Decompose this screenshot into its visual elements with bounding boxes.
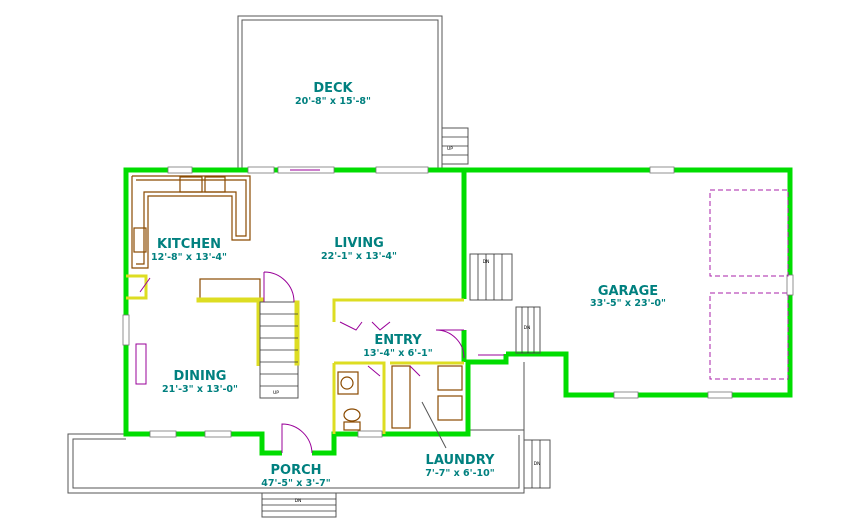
interior-stairs [259,300,300,399]
garage-size: 33'-5" x 23'-0" [590,298,666,309]
porch-stair-label: DN [295,498,302,504]
kitchen-cabinets [131,175,251,269]
bath-fixtures [337,371,361,431]
deck-stairs [441,127,469,165]
living-size: 22'-1" x 13'-4" [321,251,397,262]
exterior-walls [123,167,793,456]
porch-side-stair-label: DN [534,461,541,467]
kitchen-label: KITCHEN [157,237,221,252]
garage-stairs [469,253,541,354]
kitchen-size: 12'-8" x 13'-4" [151,252,227,263]
porch-label: PORCH [270,463,321,478]
windows [122,166,794,438]
laundry-appliances [391,365,463,449]
garage-stair-label-2: DN [524,325,531,331]
porch-side-stairs [523,439,551,489]
garage-stair-label-1: DN [483,259,490,265]
deck-label: DECK [313,81,353,96]
dining-label: DINING [174,369,227,384]
interior-walls [126,274,464,434]
porch-front-stairs [261,492,337,518]
doors [139,271,504,454]
garage-doors [709,189,789,380]
laundry-size: 7'-7" x 6'-10" [425,468,494,479]
deck-size: 20'-8" x 15'-8" [295,96,371,107]
laundry-label: LAUNDRY [426,453,495,468]
kitchen-island [196,278,264,303]
deck-door [277,166,335,174]
living-label: LIVING [334,236,384,251]
entry-label: ENTRY [374,333,422,348]
dining-size: 21'-3" x 13'-0" [162,384,238,395]
deck-stair-label: UP [447,146,453,152]
entry-size: 13'-4" x 6'-1" [363,348,432,359]
garage-label: GARAGE [598,284,658,299]
interior-stair-label: UP [273,390,279,396]
dining-window-seat [135,343,147,385]
porch-size: 47'-5" x 3'-7" [261,478,330,489]
